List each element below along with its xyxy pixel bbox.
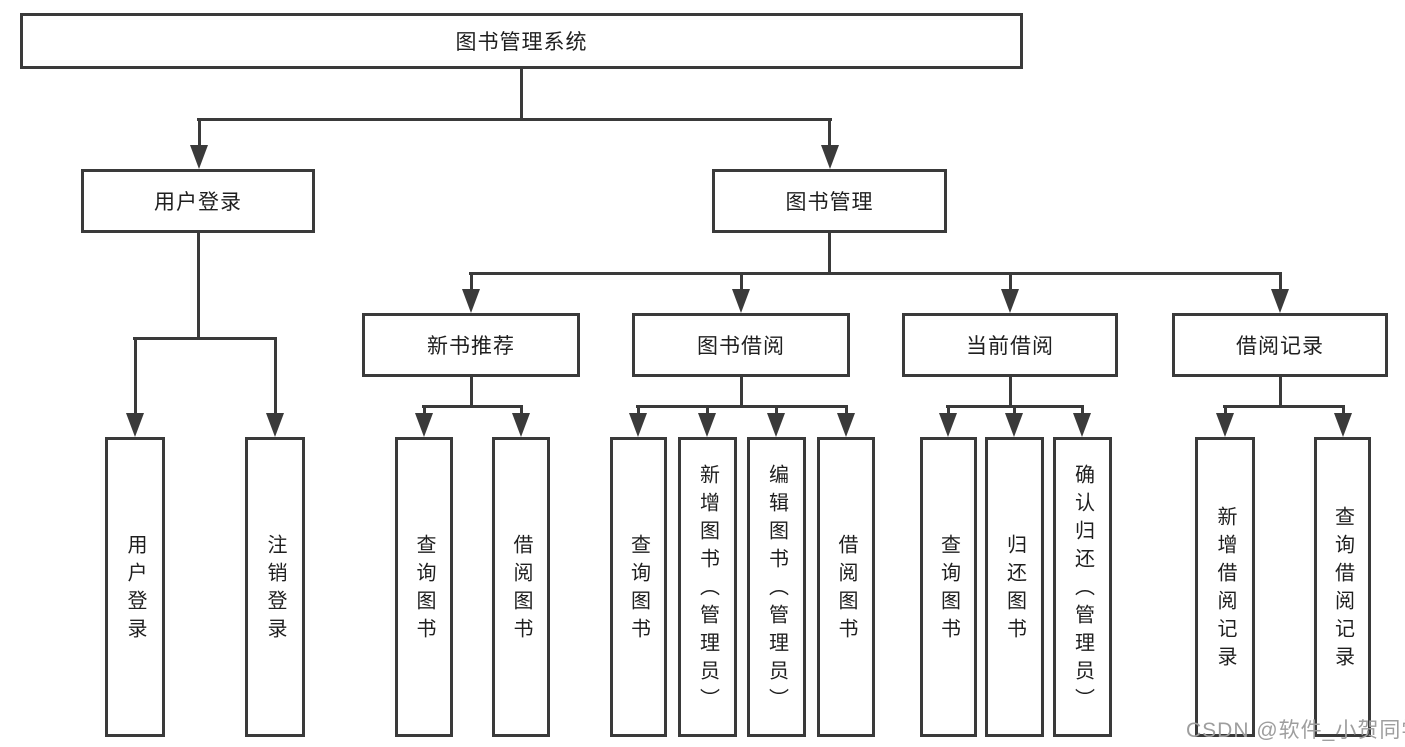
node-book-management: 图书管理 xyxy=(712,169,947,233)
connector-newbook-drop xyxy=(470,272,473,292)
arrow-down-icon xyxy=(512,413,530,437)
leaf-newbook-borrow-books: 借阅图书 xyxy=(492,437,550,737)
connector-leaf-drop xyxy=(845,405,848,417)
connector-user-login-bar xyxy=(133,337,277,340)
csdn-watermark: CSDN @软件_小贺同学 xyxy=(1186,719,1405,742)
connector-bookborrow-bar xyxy=(636,405,847,408)
arrow-down-icon xyxy=(462,289,480,313)
node-current-borrow: 当前借阅 xyxy=(902,313,1118,377)
arrow-down-icon xyxy=(698,413,716,437)
node-label: 查询图书 xyxy=(413,534,435,646)
connector-bookborrow-drop xyxy=(740,272,743,292)
leaf-borrow-edit-books-admin: 编辑图书（管理员） xyxy=(747,437,806,737)
node-label: 用户登录 xyxy=(154,191,242,214)
connector-leaf-drop xyxy=(1013,405,1016,417)
node-label: 借阅图书 xyxy=(510,534,532,646)
leaf-current-query-books: 查询图书 xyxy=(920,437,977,737)
node-new-book-recommend: 新书推荐 xyxy=(362,313,580,377)
node-label: 当前借阅 xyxy=(966,335,1054,358)
arrow-down-icon xyxy=(1005,413,1023,437)
node-label: 图书借阅 xyxy=(697,335,785,358)
connector-leaf-drop xyxy=(1081,405,1084,417)
arrow-down-icon xyxy=(732,289,750,313)
node-borrow-records: 借阅记录 xyxy=(1172,313,1388,377)
connector-leaf-drop xyxy=(134,337,137,416)
connector-records-drop xyxy=(1279,272,1282,292)
arrow-down-icon xyxy=(266,413,284,437)
connector-records-stem xyxy=(1279,377,1282,408)
node-label: 查询图书 xyxy=(937,534,960,646)
node-label: 查询借阅记录 xyxy=(1331,506,1354,674)
connector-leaf-drop xyxy=(637,405,640,417)
connector-currentborrow-stem xyxy=(1009,377,1012,408)
node-label: 查询图书 xyxy=(627,534,650,646)
node-label: 图书管理系统 xyxy=(455,31,588,54)
arrow-down-icon xyxy=(1073,413,1091,437)
node-label: 图书管理 xyxy=(785,191,874,214)
node-library-management-system: 图书管理系统 xyxy=(20,13,1023,69)
connector-newbook-bar xyxy=(422,405,523,408)
node-label: 用户登录 xyxy=(124,534,146,646)
leaf-logout: 注销登录 xyxy=(245,437,305,737)
connector-leaf-drop xyxy=(947,405,950,417)
connector-leaf-drop xyxy=(1342,405,1345,417)
node-label: 确认归还（管理员） xyxy=(1071,464,1094,716)
leaf-newbook-query-books: 查询图书 xyxy=(395,437,453,737)
node-label: 注销登录 xyxy=(264,534,286,646)
connector-leaf-drop xyxy=(775,405,778,417)
connector-leaf-drop xyxy=(423,405,426,417)
node-label: 新增图书（管理员） xyxy=(696,464,719,716)
connector-bookborrow-stem xyxy=(740,377,743,408)
connector-currentborrow-drop xyxy=(1009,272,1012,292)
connector-leaf-drop xyxy=(274,337,277,416)
connector-book-mgmt-drop xyxy=(828,118,831,147)
arrow-down-icon xyxy=(767,413,785,437)
connector-book-mgmt-stem xyxy=(828,233,831,274)
connector-records-bar xyxy=(1223,405,1345,408)
connector-user-login-stem xyxy=(197,233,200,340)
connector-user-login-drop xyxy=(198,118,201,147)
arrow-down-icon xyxy=(629,413,647,437)
arrow-down-icon xyxy=(1001,289,1019,313)
arrow-down-icon xyxy=(1271,289,1289,313)
node-book-borrow: 图书借阅 xyxy=(632,313,850,377)
leaf-borrow-borrow-books: 借阅图书 xyxy=(817,437,875,737)
connector-level1-bar xyxy=(197,118,832,121)
node-label: 借阅图书 xyxy=(835,534,857,646)
leaf-current-return-books: 归还图书 xyxy=(985,437,1044,737)
arrow-down-icon xyxy=(1334,413,1352,437)
leaf-borrow-add-books-admin: 新增图书（管理员） xyxy=(678,437,737,737)
connector-leaf-drop xyxy=(520,405,523,417)
connector-leaf-drop xyxy=(1224,405,1227,417)
arrow-down-icon xyxy=(190,145,208,169)
arrow-down-icon xyxy=(415,413,433,437)
arrow-down-icon xyxy=(1216,413,1234,437)
leaf-records-query-record: 查询借阅记录 xyxy=(1314,437,1371,737)
node-label: 新书推荐 xyxy=(427,335,515,358)
arrow-down-icon xyxy=(837,413,855,437)
leaf-records-add-record: 新增借阅记录 xyxy=(1195,437,1255,737)
connector-level2-bar xyxy=(469,272,1282,275)
node-user-login: 用户登录 xyxy=(81,169,315,233)
node-label: 归还图书 xyxy=(1003,534,1026,646)
leaf-user-login: 用户登录 xyxy=(105,437,165,737)
leaf-borrow-query-books: 查询图书 xyxy=(610,437,667,737)
arrow-down-icon xyxy=(126,413,144,437)
connector-newbook-stem xyxy=(470,377,473,408)
connector-root-stem xyxy=(520,69,523,120)
node-label: 编辑图书（管理员） xyxy=(765,464,788,716)
arrow-down-icon xyxy=(821,145,839,169)
leaf-current-confirm-return-admin: 确认归还（管理员） xyxy=(1053,437,1112,737)
arrow-down-icon xyxy=(939,413,957,437)
node-label: 新增借阅记录 xyxy=(1214,506,1236,674)
connector-leaf-drop xyxy=(706,405,709,417)
node-label: 借阅记录 xyxy=(1236,335,1324,358)
